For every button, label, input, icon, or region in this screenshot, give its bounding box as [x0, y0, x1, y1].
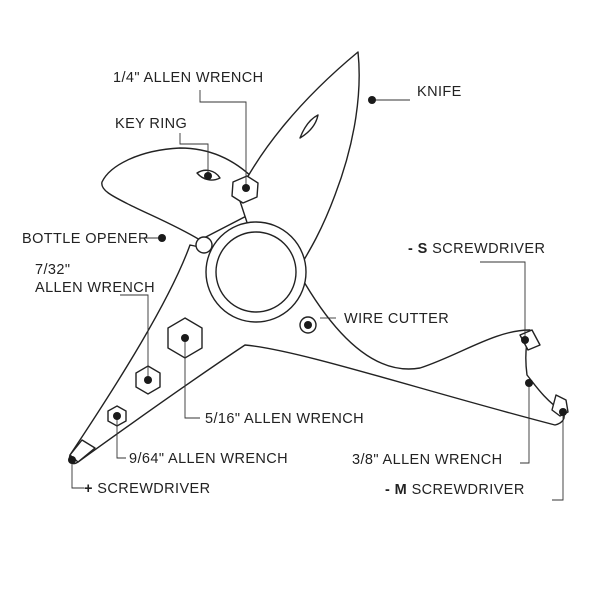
leader-nine-64 — [116, 416, 126, 459]
leader-m-screwdriver — [552, 412, 564, 501]
bottle-opener-hook — [101, 147, 259, 241]
label-s-screwdriver-suffix: SCREWDRIVER — [428, 241, 546, 257]
dot-bottle-opener — [158, 234, 166, 242]
callout-dots — [68, 96, 567, 464]
label-s-screwdriver-prefix: - S — [408, 241, 428, 257]
label-plus-suffix: SCREWDRIVER — [93, 481, 211, 497]
dot-three-8 — [525, 379, 533, 387]
dot-key-ring — [204, 172, 212, 180]
label-quarter-allen: 1/4" ALLEN WRENCH — [113, 70, 264, 86]
leader-seven-32 — [120, 294, 149, 380]
leader-plus-screwdriver — [71, 460, 84, 489]
label-nine-64: 9/64" ALLEN WRENCH — [129, 451, 288, 467]
label-m-suffix: SCREWDRIVER — [407, 482, 525, 498]
leader-key-ring — [179, 133, 209, 175]
tool-body — [68, 244, 569, 465]
pivot-hole — [195, 236, 213, 254]
label-m-screwdriver: - M SCREWDRIVER — [385, 482, 525, 498]
label-s-screwdriver: - S SCREWDRIVER — [408, 241, 545, 257]
dot-plus-screwdriver — [68, 456, 76, 464]
label-seven-32-line2: ALLEN WRENCH — [35, 280, 155, 296]
label-bottle-opener: BOTTLE OPENER — [22, 231, 149, 247]
label-plus-prefix: + — [84, 481, 93, 497]
leader-three-8 — [520, 383, 530, 464]
labels: 1/4" ALLEN WRENCH KNIFE KEY RING BOTTLE … — [22, 70, 545, 498]
label-key-ring: KEY RING — [115, 116, 187, 132]
dot-wire-cutter — [304, 321, 312, 329]
knife-blade — [237, 51, 360, 271]
label-seven-32-line1: 7/32" — [35, 262, 70, 278]
dot-quarter-allen — [242, 184, 250, 192]
dot-nine-64 — [113, 412, 121, 420]
dot-s-screwdriver — [521, 336, 529, 344]
tool-main-outline — [68, 244, 565, 465]
leader-quarter-allen — [199, 90, 247, 188]
dot-knife — [368, 96, 376, 104]
dot-seven-32 — [144, 376, 152, 384]
label-m-prefix: - M — [385, 482, 407, 498]
center-ring-hole — [215, 231, 297, 313]
label-five-16: 5/16" ALLEN WRENCH — [205, 411, 364, 427]
label-knife: KNIFE — [417, 84, 462, 100]
leader-five-16 — [184, 338, 200, 419]
label-three-8: 3/8" ALLEN WRENCH — [352, 452, 503, 468]
leader-lines — [71, 90, 564, 501]
label-wire-cutter: WIRE CUTTER — [344, 311, 449, 327]
knife-thumb-hole — [299, 114, 319, 139]
label-plus-screwdriver: + SCREWDRIVER — [84, 481, 210, 497]
leader-s-screwdriver — [480, 261, 526, 340]
dot-five-16 — [181, 334, 189, 342]
dot-m-screwdriver — [559, 408, 567, 416]
